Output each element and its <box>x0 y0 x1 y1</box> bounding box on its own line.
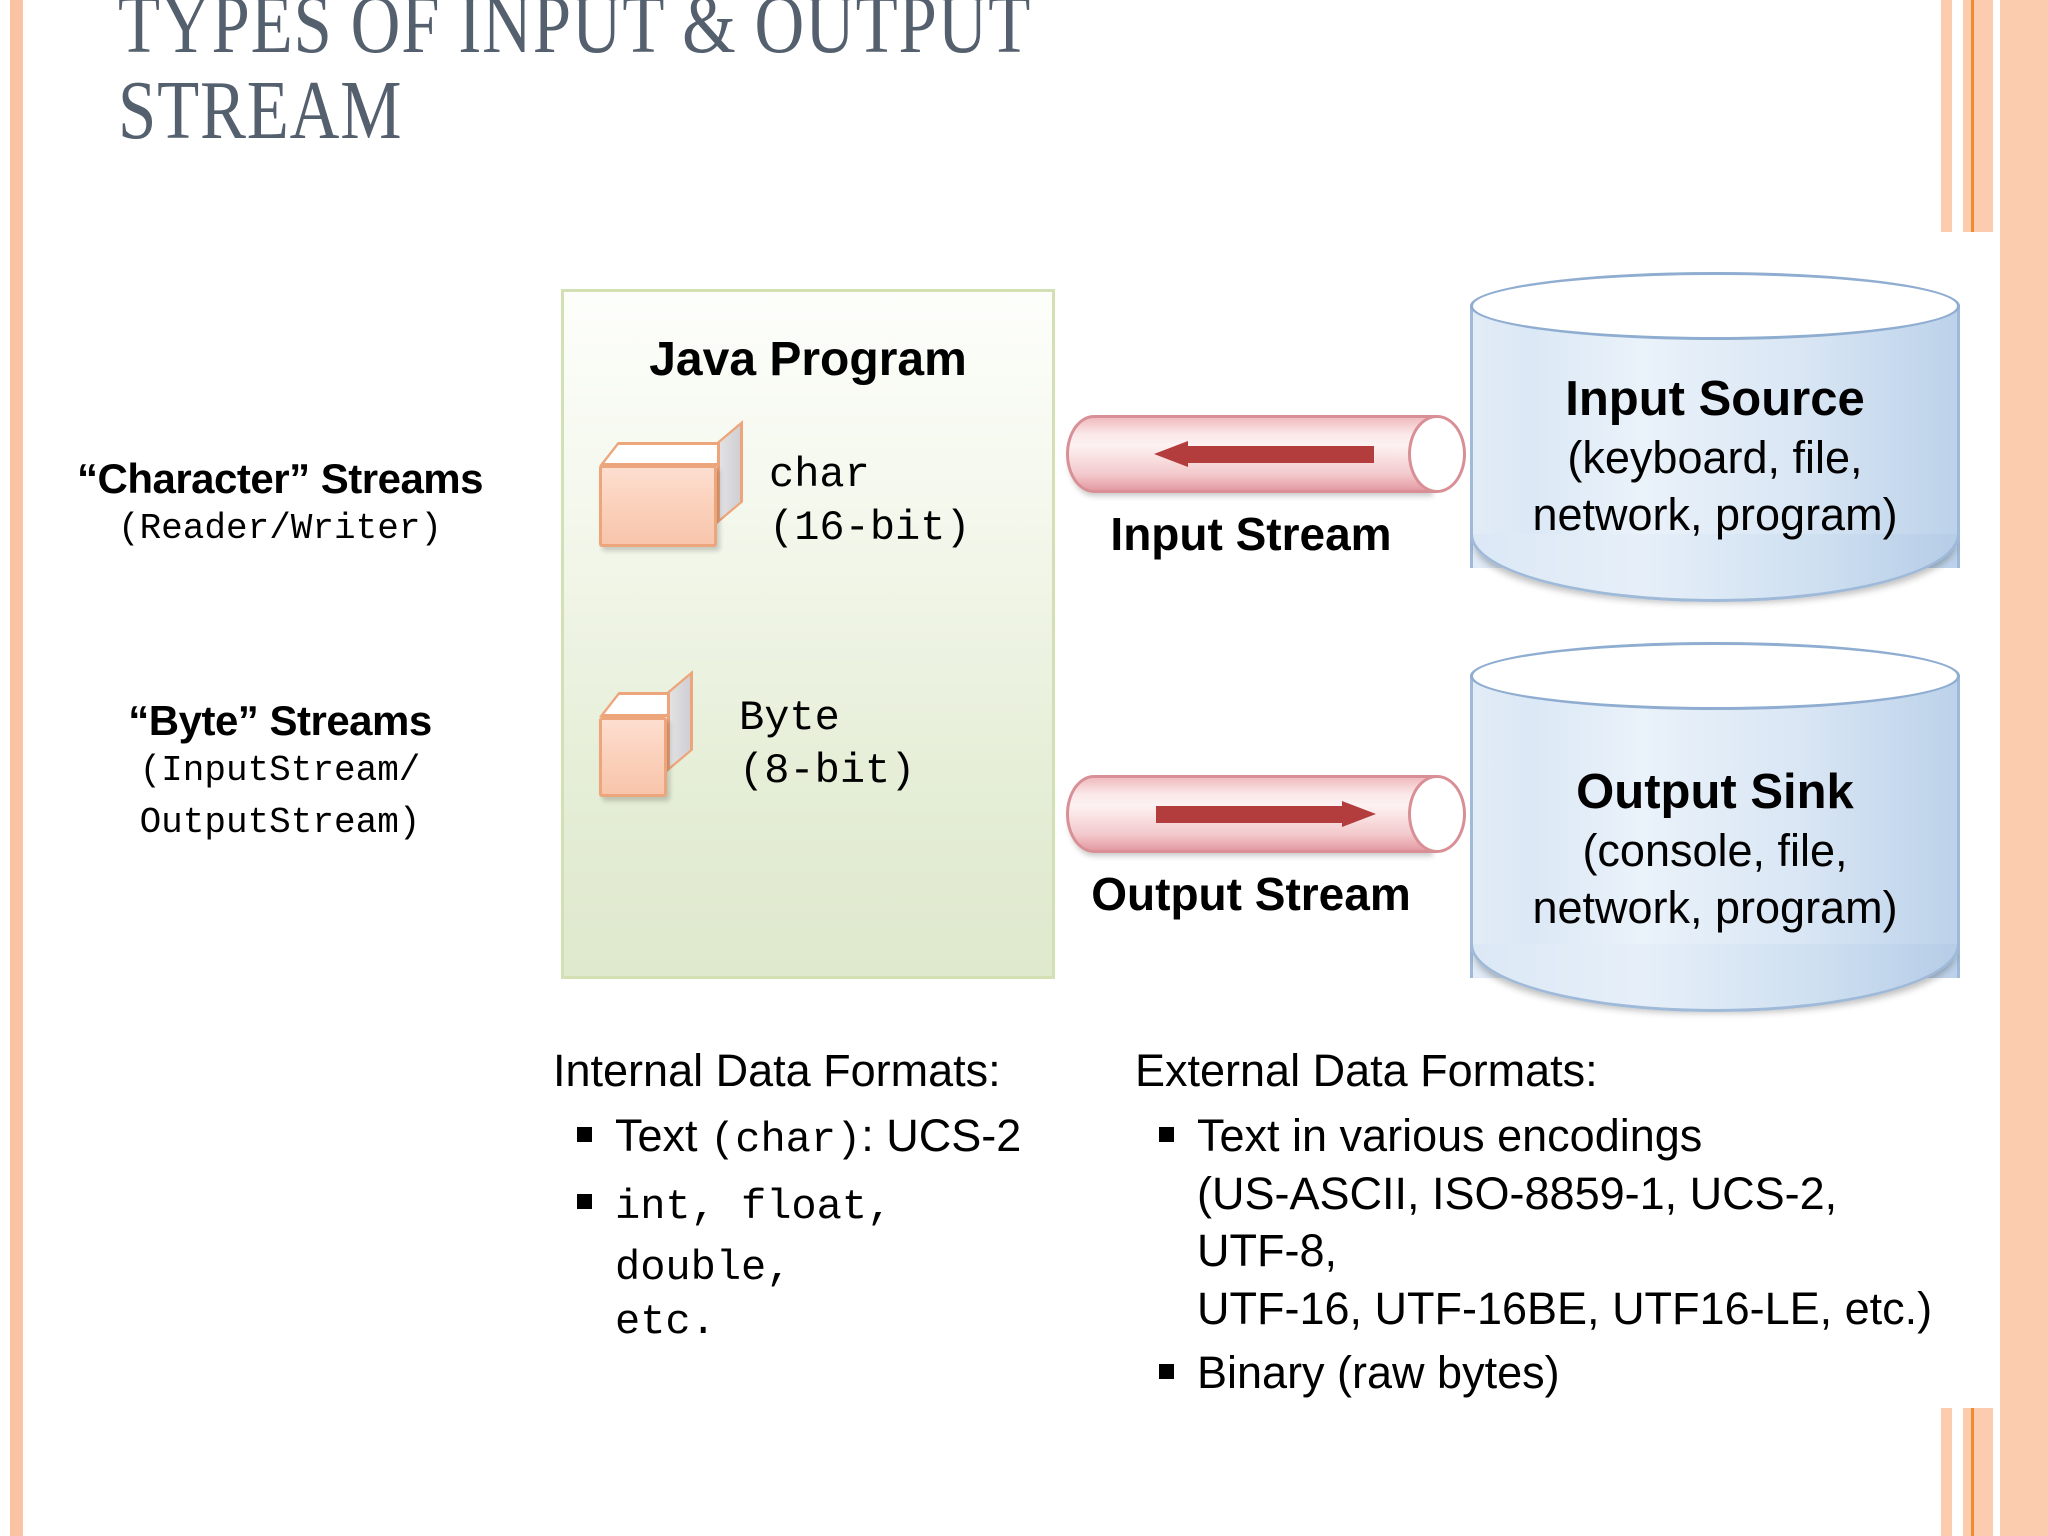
output-sink-line2: network, program) <box>1532 882 1898 934</box>
byte-cube-front-face <box>599 717 667 797</box>
arrow-right-icon <box>1156 801 1376 827</box>
arrow-left-shaft <box>1186 446 1374 463</box>
input-source-cylinder: Input Source (keyboard, file, network, p… <box>1470 272 1960 602</box>
byte-type-name: Byte <box>739 694 840 742</box>
internal-item1-tail: : UCS-2 <box>861 1110 1022 1162</box>
java-program-title: Java Program <box>649 333 967 386</box>
byte-cube-icon <box>599 670 699 797</box>
char-type-name: char <box>769 451 870 499</box>
internal-item1-text: Text <box>615 1110 711 1162</box>
output-sink-body <box>1470 676 1960 978</box>
bullet-icon <box>577 1127 592 1143</box>
char-type-size: (16-bit) <box>769 503 971 552</box>
right-accent-bar-mid-bottom <box>1963 1408 1993 1536</box>
input-stream-label: Input Stream <box>1110 508 1392 560</box>
char-cube-side-face <box>717 420 743 524</box>
input-pipe-end-cap <box>1408 415 1466 493</box>
arrow-right-shaft <box>1156 806 1344 823</box>
left-accent-bar <box>10 0 23 1536</box>
char-type-label: char (16-bit) <box>769 449 971 554</box>
external-formats-header: External Data Formats: <box>1135 1045 1598 1096</box>
right-accent-bar-thin-top <box>1941 0 1952 232</box>
external-formats-list: Text in various encodings (US-ASCII, ISO… <box>1135 1107 1945 1401</box>
list-item: Text in various encodings (US-ASCII, ISO… <box>1135 1107 1945 1337</box>
input-source-top-ellipse <box>1470 272 1960 340</box>
output-sink-text: Output Sink (console, file, network, pro… <box>1470 642 1960 1012</box>
output-stream-pipe <box>1066 775 1466 853</box>
byte-streams-heading: “Byte” Streams <box>128 697 432 744</box>
internal-formats-header: Internal Data Formats: <box>553 1045 1001 1096</box>
arrow-left-head <box>1154 441 1188 467</box>
external-item1-line2: (US-ASCII, ISO-8859-1, UCS-2, UTF-8, <box>1197 1167 1838 1277</box>
bullet-icon <box>1159 1363 1174 1379</box>
output-stream-group: Output Stream <box>1066 775 1466 920</box>
output-sink-cylinder: Output Sink (console, file, network, pro… <box>1470 642 1960 1012</box>
internal-item1-mono: (char) <box>710 1116 862 1165</box>
output-sink-title: Output Sink <box>1576 765 1854 819</box>
byte-streams-classes-line1: (InputStream/ <box>139 750 421 791</box>
output-sink-line1: (console, file, <box>1582 824 1848 876</box>
byte-cube-side-face <box>667 670 693 772</box>
char-cube-icon <box>599 420 747 547</box>
java-program-box: Java Program char (16-bit) Byte (8-bit) <box>561 289 1055 979</box>
output-pipe-end-cap <box>1408 775 1466 853</box>
internal-data-formats: Internal Data Formats: Text (char): UCS-… <box>553 1043 1093 1355</box>
character-streams-heading: “Character” Streams <box>76 455 484 502</box>
internal-item2-line2: etc. <box>615 1297 716 1346</box>
input-source-text: Input Source (keyboard, file, network, p… <box>1470 272 1960 602</box>
input-stream-group: Input Stream <box>1066 415 1466 560</box>
byte-streams-classes-line2: OutputStream) <box>139 802 421 844</box>
right-accent-bar-wide <box>2000 0 2048 1536</box>
bullet-icon <box>577 1194 592 1209</box>
arrow-right-head <box>1342 801 1376 827</box>
input-source-body <box>1470 306 1960 568</box>
external-item1-line3: UTF-16, UTF-16BE, UTF16-LE, etc.) <box>1197 1283 1933 1335</box>
right-accent-line-top <box>1971 0 1974 232</box>
input-source-line2: network, program) <box>1532 489 1898 541</box>
input-source-line1: (keyboard, file, <box>1567 431 1863 483</box>
byte-type-label: Byte (8-bit) <box>739 692 915 797</box>
byte-streams-label: “Byte” Streams (InputStream/ OutputStrea… <box>20 697 540 849</box>
output-stream-label: Output Stream <box>1091 868 1411 920</box>
external-item1-line1: Text in various encodings <box>1197 1110 1703 1162</box>
right-accent-line-bottom <box>1971 1408 1974 1536</box>
input-stream-pipe <box>1066 415 1466 493</box>
right-accent-bar-thin-bottom <box>1941 1408 1952 1536</box>
external-item2-text: Binary (raw bytes) <box>1197 1346 1560 1398</box>
char-cube-front-face <box>599 465 717 547</box>
byte-type-size: (8-bit) <box>739 746 916 795</box>
char-cube-top-face <box>599 442 736 466</box>
input-source-title: Input Source <box>1565 372 1865 426</box>
slide-title: TYPES OF INPUT & OUTPUT STREAM <box>118 0 1030 157</box>
output-sink-top-ellipse <box>1470 642 1960 710</box>
right-accent-bar-mid-top <box>1963 0 1993 232</box>
internal-formats-list: Text (char): UCS-2 int, float, double, e… <box>553 1107 1093 1349</box>
bullet-icon <box>1159 1127 1174 1143</box>
internal-item2-line1: int, float, double, <box>615 1183 893 1292</box>
list-item: int, float, double, etc. <box>553 1174 1093 1349</box>
arrow-left-icon <box>1154 441 1374 467</box>
list-item: Text (char): UCS-2 <box>553 1107 1093 1168</box>
list-item: Binary (raw bytes) <box>1135 1344 1945 1402</box>
character-streams-label: “Character” Streams (Reader/Writer) <box>20 455 540 555</box>
external-data-formats: External Data Formats: Text in various e… <box>1135 1043 1945 1407</box>
character-streams-classes: (Reader/Writer) <box>117 508 443 549</box>
